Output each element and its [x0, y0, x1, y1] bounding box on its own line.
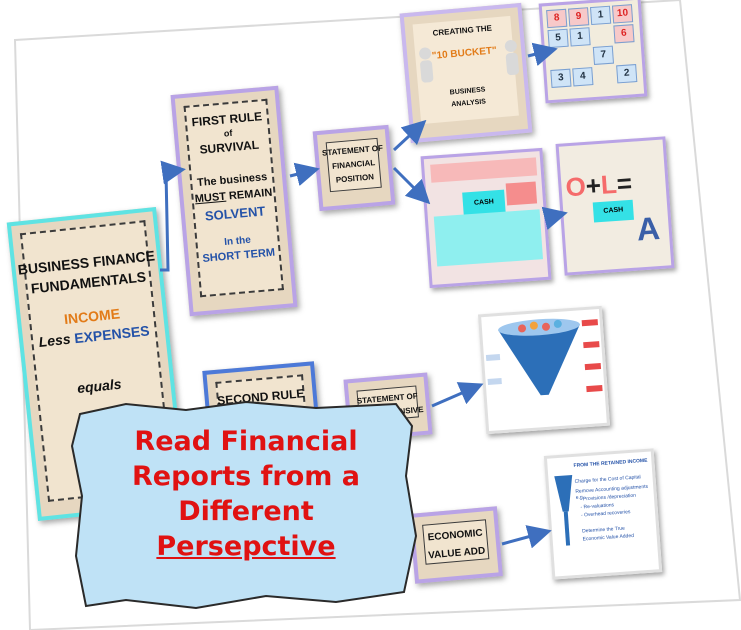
arrow-balance-to-olea: [541, 206, 568, 231]
arrow-first-rule-to-financial-position: [289, 162, 320, 187]
eva-funnel-icon: [554, 475, 573, 546]
banner-line-3: Different: [178, 496, 314, 527]
person-figure-icon: [419, 47, 434, 83]
banner-text: Read Financial Reports from a Different …: [66, 424, 426, 564]
arrow-financial-position-to-ten-bucket: [392, 119, 427, 152]
banner-line-4: Persepctive: [156, 531, 336, 562]
ten-bucket-card: CREATING THE "10 BUCKET" BUSINESS ANALYS…: [399, 2, 533, 144]
funnel-icon: [485, 318, 603, 396]
arrow-comprehensive-to-funnel: [431, 382, 484, 408]
eva-doc-thumb: FROM THE RETAINED INCOME Charge for the …: [543, 448, 663, 580]
arrow-financial-position-to-balance-sheet: [392, 166, 431, 205]
banner-line-2: Reports from a: [131, 461, 361, 492]
banner-shape: [70, 400, 418, 610]
arrow-economic-value-to-eva-doc: [501, 525, 552, 549]
arrow-fundamentals-to-first-rule: [160, 160, 186, 272]
funnel-thumb: [477, 305, 611, 435]
banner-line-1: Read Financial: [134, 426, 358, 457]
arrow-ten-bucket-to-grid: [527, 42, 558, 67]
person-figure-icon: [504, 39, 519, 76]
